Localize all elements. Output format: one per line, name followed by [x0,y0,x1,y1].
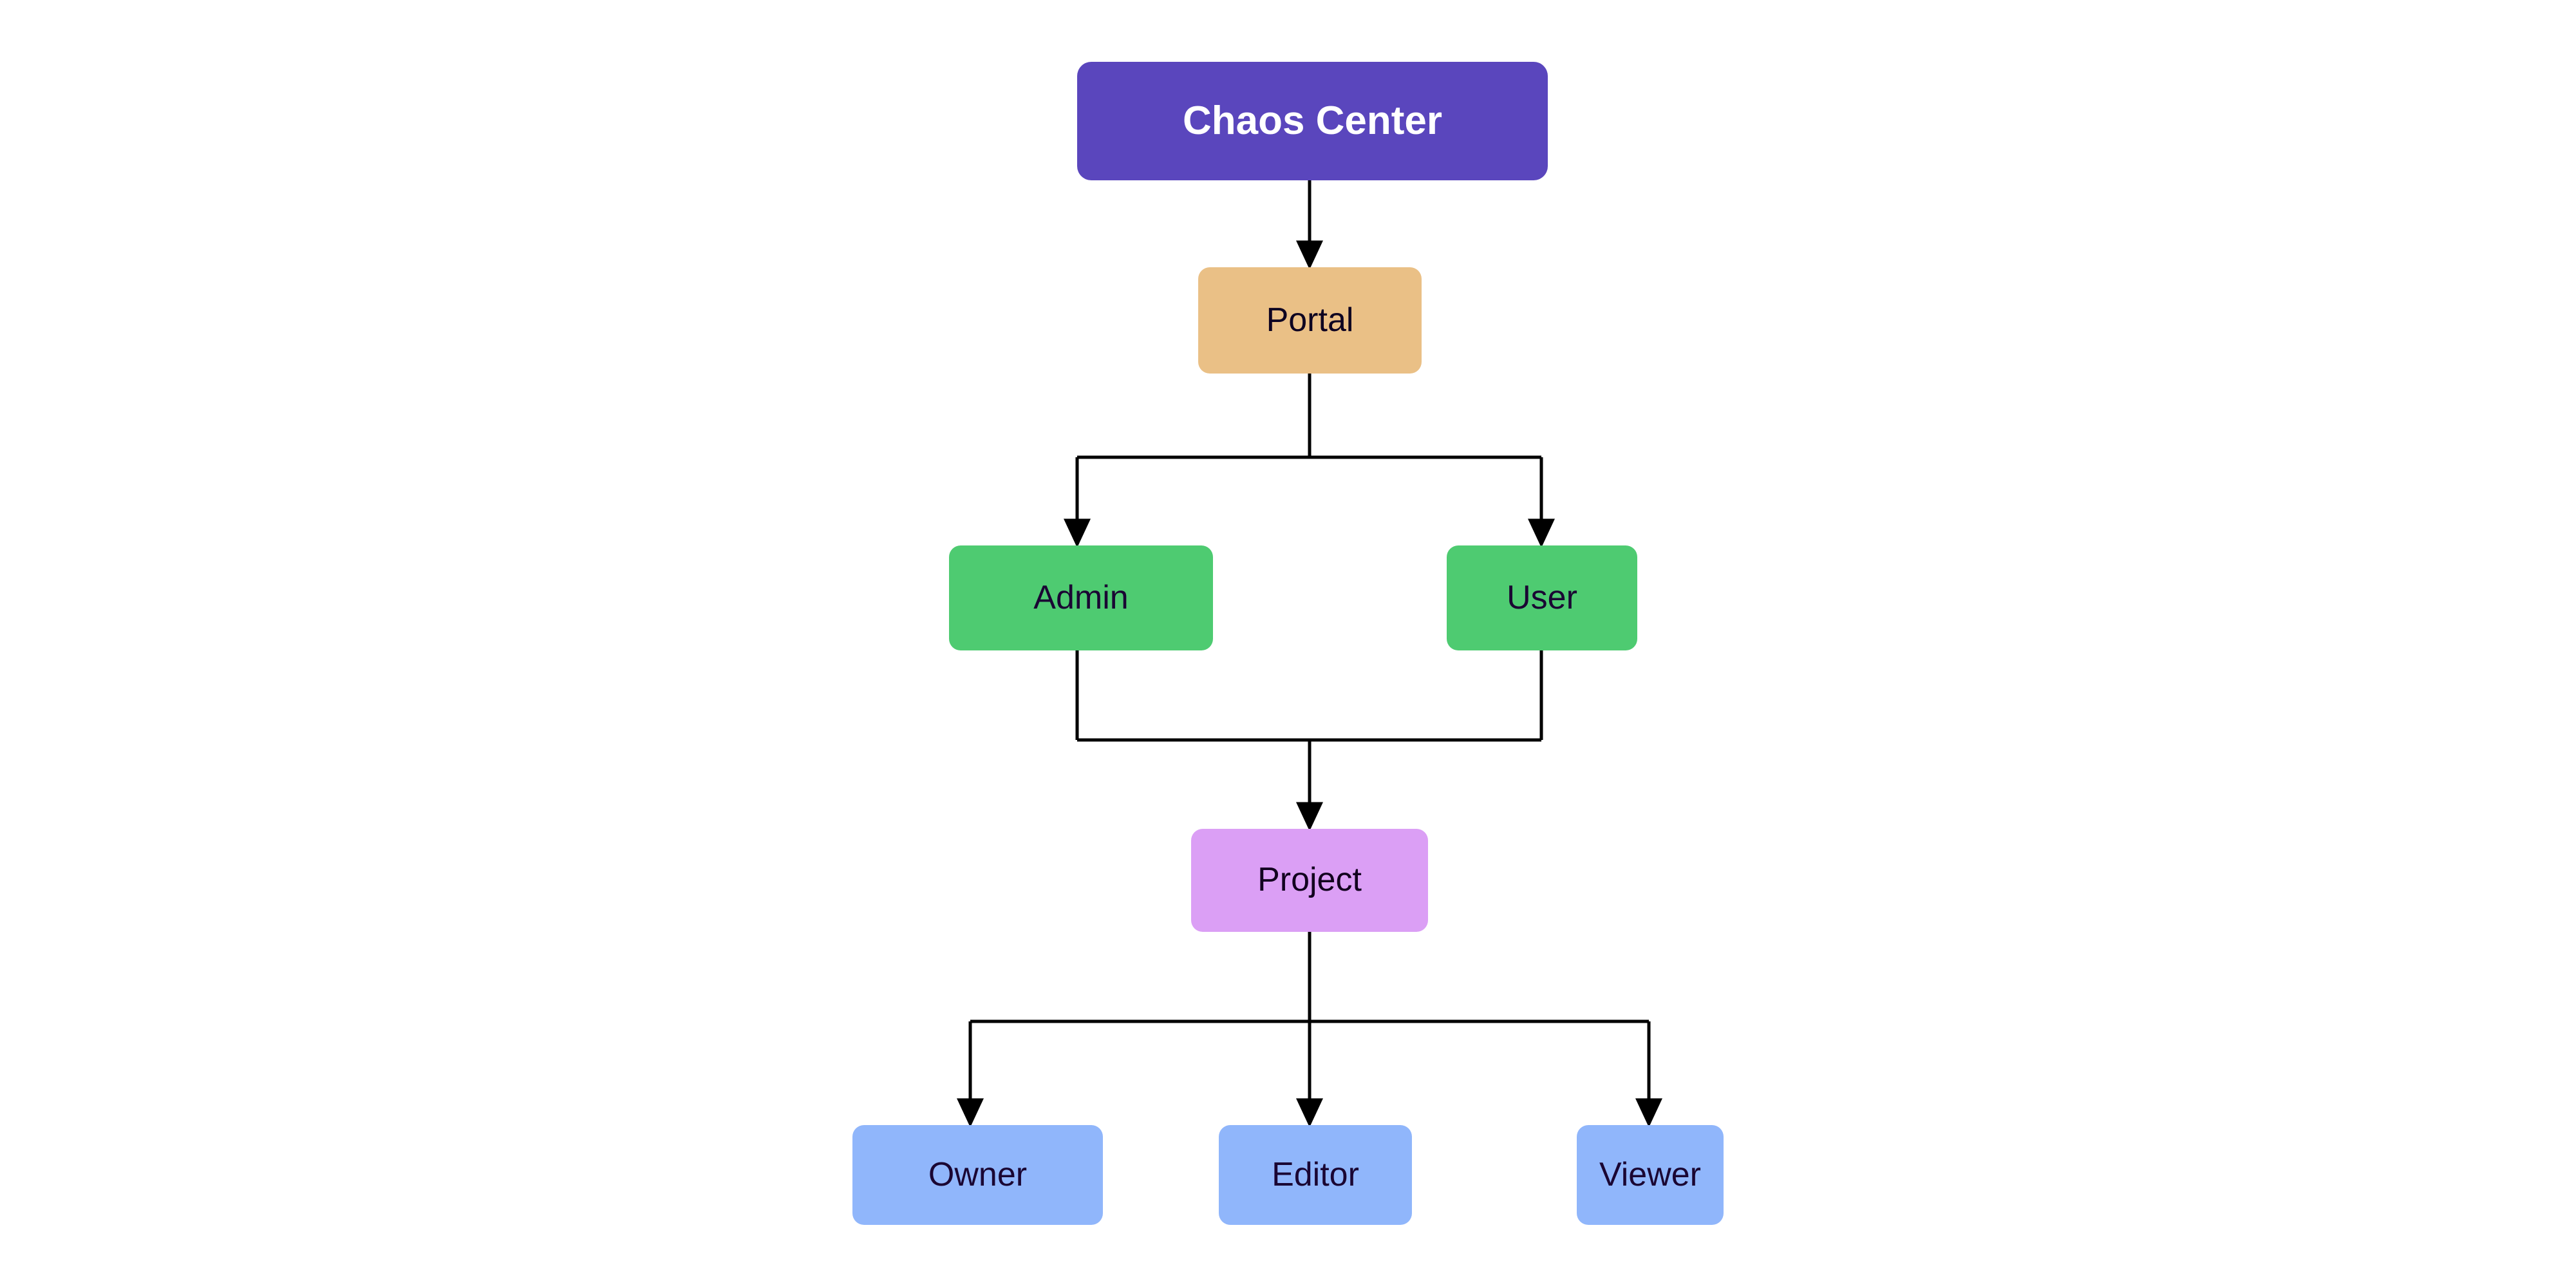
node-portal[interactable]: Portal [1198,267,1422,374]
node-project-label: Project [1257,861,1362,899]
node-chaos-center-label: Chaos Center [1182,98,1443,143]
node-admin[interactable]: Admin [949,545,1213,650]
node-owner[interactable]: Owner [852,1125,1103,1225]
node-user[interactable]: User [1447,545,1637,650]
edge-project-to-roles [956,932,1662,1128]
edge-admin-user-to-project [1075,650,1543,831]
edge-portal-to-admin-user [1063,374,1555,548]
node-viewer[interactable]: Viewer [1577,1125,1724,1225]
node-viewer-label: Viewer [1599,1155,1701,1193]
node-owner-label: Owner [928,1155,1028,1193]
node-chaos-center[interactable]: Chaos Center [1077,62,1548,180]
node-user-label: User [1507,578,1577,616]
node-admin-label: Admin [1033,578,1129,616]
node-editor-label: Editor [1272,1155,1359,1193]
node-portal-label: Portal [1266,301,1354,339]
node-project[interactable]: Project [1191,829,1428,932]
node-editor[interactable]: Editor [1219,1125,1412,1225]
